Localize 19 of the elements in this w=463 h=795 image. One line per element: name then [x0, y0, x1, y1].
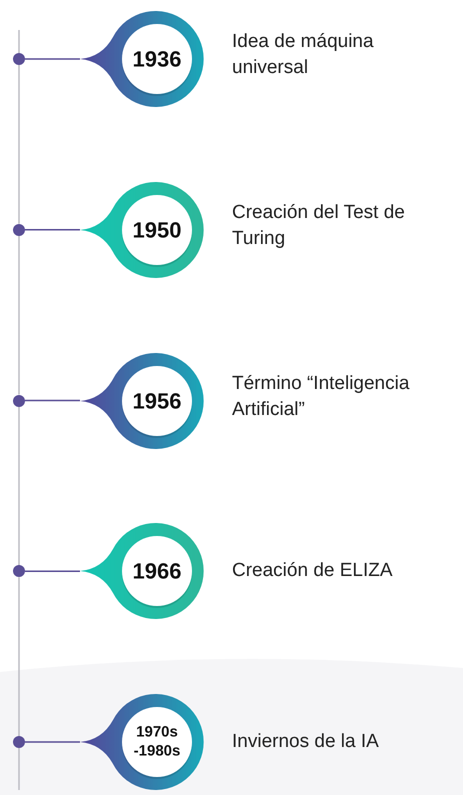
event-description: Creación del Test de Turing	[232, 200, 406, 251]
year-label: 1950	[132, 216, 182, 244]
year-label: 1956	[132, 386, 182, 414]
event-description: Inviernos de la IA	[232, 730, 380, 754]
year-label: 1936	[132, 45, 182, 73]
connector-line	[25, 570, 80, 572]
connector-line	[18, 406, 20, 566]
connector-line	[25, 229, 80, 230]
connector-line	[25, 58, 80, 60]
event-description: Creación de ELIZA	[232, 559, 394, 584]
connector-line	[18, 577, 20, 736]
connector-line	[18, 65, 20, 224]
connector-line	[25, 400, 80, 402]
year-label: 1970s -1980s	[132, 723, 182, 761]
connector-line	[18, 236, 20, 394]
year-label: 1966	[132, 558, 182, 585]
connector-line	[25, 741, 80, 743]
event-description: Idea de máquina universal	[232, 30, 375, 80]
event-description: Término “Inteligencia Artificial”	[232, 372, 410, 422]
